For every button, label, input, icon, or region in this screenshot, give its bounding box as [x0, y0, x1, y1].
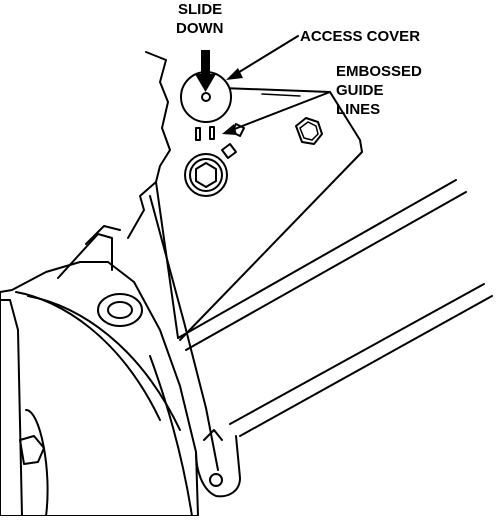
access-cover-leader: [226, 35, 299, 80]
label-slide: SLIDE: [178, 1, 222, 18]
label-down: DOWN: [176, 20, 224, 37]
guide-lines-leader: [222, 91, 331, 135]
label-embossed: EMBOSSED: [336, 63, 422, 80]
label-access-cover: ACCESS COVER: [300, 28, 420, 45]
hex-nut-right: [295, 117, 323, 145]
large-bolt: [184, 153, 228, 197]
handle-foot: [195, 429, 241, 498]
label-lines: LINES: [336, 101, 380, 118]
pulley-wheel: [0, 225, 199, 517]
handle-bar: [177, 179, 493, 437]
deck-plate: [127, 51, 363, 471]
label-guide: GUIDE: [336, 82, 384, 99]
slide-down-arrow: [195, 50, 216, 92]
